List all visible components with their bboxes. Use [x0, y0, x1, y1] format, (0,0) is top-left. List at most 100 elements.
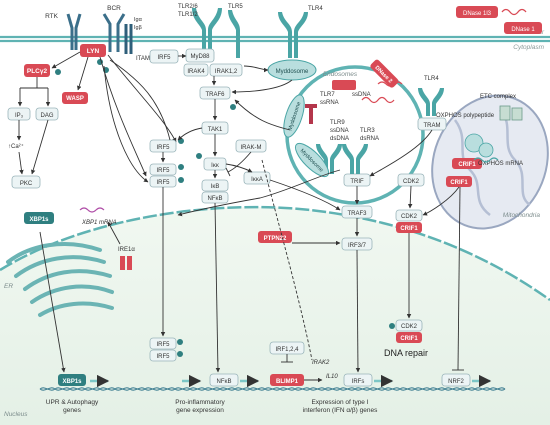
tlr2-label: TLR2/6: [178, 4, 198, 10]
tlr9-label: TLR9: [330, 120, 345, 126]
tlr7-ligand-label: ssRNA: [320, 100, 339, 106]
mitoribosome-icon: [478, 142, 494, 158]
tlr4-endo-label: TLR4: [424, 76, 439, 82]
irf5-mid-label: IRF5: [156, 145, 170, 151]
dnase1-box: [504, 22, 542, 34]
cdk2-nuc-label: CDK2: [401, 324, 418, 330]
bcr-receptor: [102, 13, 133, 54]
ig-alpha-label: Igα: [134, 17, 143, 23]
irf5-nuc-b-node: [149, 349, 177, 362]
upr-caption-line2: genes: [63, 407, 81, 414]
nrf2-label: NRF2: [448, 379, 464, 385]
pathway-arrows: [39, 53, 464, 383]
tlr4-label-top: TLR4: [308, 6, 323, 12]
irf5-nuc-a-node: [149, 337, 177, 350]
pkc-node: [11, 175, 41, 189]
nucleus-label: Nucleus: [4, 411, 28, 418]
irak4-label: IRAK4: [187, 69, 205, 75]
irfs-node: [343, 373, 373, 387]
tlr7-box: [332, 80, 356, 90]
tak1-label: TAK1: [208, 127, 223, 133]
xbp1s-cyto-node: [24, 212, 54, 224]
plasma-membrane: [0, 35, 550, 43]
irf124-label: IRF1,2,4: [275, 347, 299, 353]
nucleus: [0, 205, 550, 425]
irak2-label: IRAK2: [312, 360, 330, 366]
ikb-label: IκB: [211, 184, 220, 190]
cdk2-label: CDK2: [403, 179, 420, 185]
ip3-label: IP₃: [15, 113, 24, 119]
irf5-nuc-b-label: IRF5: [156, 354, 170, 360]
irak12-node: [209, 63, 243, 77]
ikka-node: [243, 171, 271, 185]
etc-complex-icon: [499, 105, 511, 121]
ikk-label: Iκκ: [211, 163, 220, 169]
irak12-label: IRAK1,2: [215, 69, 238, 75]
lyn-node: [80, 44, 106, 57]
tlr9-ligand2-label: dsDNA: [330, 136, 349, 142]
crif1-top-label: CRIF1: [450, 180, 468, 186]
irakm-label: IRAK-M: [241, 145, 262, 151]
upr-caption-line1: UPR & Autophagy: [46, 399, 99, 406]
blimp1-label: BLIMP1: [276, 379, 299, 385]
cytoplasm-label: Cytoplasm: [513, 44, 544, 51]
crif1-nuc-label: CRIF1: [400, 336, 418, 342]
phospho-icon: [389, 323, 395, 329]
tlr5-label: TLR5: [228, 4, 243, 10]
irf5-top-node: [149, 49, 179, 64]
trif-label: TRIF: [350, 179, 364, 185]
mitochondrion: [431, 94, 549, 230]
irfs-label: IRFs: [352, 379, 365, 385]
il10-label: IL10: [326, 374, 338, 380]
crif1-b-label: CRIF1: [400, 226, 418, 232]
irf5-dimer-b-label: IRF5: [156, 180, 170, 186]
type1-caption-line1: Expression of type I: [311, 399, 368, 406]
dna-strand: [39, 387, 506, 391]
wasp-node: [62, 92, 88, 104]
calcium-label: ↑Ca²⁺: [8, 143, 24, 150]
irf5-nuc-a-label: IRF5: [156, 342, 170, 348]
phospho-icon: [55, 69, 61, 75]
mitoribosome-icon: [464, 133, 484, 153]
phospho-icon: [178, 164, 184, 170]
nfkb-nuc-node: [209, 373, 239, 387]
pro-inflam-caption-line2: gene expression: [176, 407, 224, 414]
dag-label: DAG: [40, 113, 53, 119]
myddosome-top-label: Myddosome: [276, 69, 309, 75]
wasp-label: WASP: [66, 96, 84, 102]
phospho-icon: [177, 351, 183, 357]
irf5-top-label: IRF5: [157, 55, 171, 61]
pkc-label: PKC: [20, 181, 33, 187]
dnase1-label: DNase 1: [511, 27, 535, 33]
myd88-label: MyD88: [190, 54, 210, 60]
nrf2-node: [441, 373, 471, 387]
tlr9-ligand1-label: ssDNA: [330, 128, 349, 134]
plcg2-label: PLCγ2: [27, 68, 48, 75]
xbp1s-cyto-label: XBP1s: [29, 217, 49, 223]
dnase1l3-label: DNase 1l3: [463, 11, 492, 17]
crif1-nuc-node: [396, 332, 422, 343]
tram-label: TRAM: [424, 123, 441, 129]
cdk2-b-node: [395, 209, 423, 222]
cdk2-nuc-node: [395, 319, 423, 332]
tlr4-endosome-receptor: [418, 88, 444, 116]
etc-complex-icon: [511, 107, 523, 121]
xbp1s-nuc-node: [58, 374, 86, 386]
ptpn22-label: PTPN22: [264, 236, 287, 242]
endoplasmic-reticulum: [6, 242, 114, 317]
myddosome-endo1-node: Myddosome: [283, 94, 305, 138]
endosomes-label: Endosomes: [323, 71, 358, 78]
er-label: ER: [4, 283, 13, 290]
tlr4-receptor-top: [278, 12, 308, 58]
dashed-arrow: [261, 159, 313, 361]
rtk-label: RTK: [45, 13, 59, 20]
crif1-mito-label: CRIF1: [458, 162, 476, 168]
ubiquitin-icon: [230, 104, 236, 110]
crif1-mito-node: [452, 158, 482, 169]
ig-beta-label: Igβ: [134, 25, 142, 31]
tlr3-label: TLR3: [360, 128, 375, 134]
traf6-label: TRAF6: [205, 92, 225, 98]
